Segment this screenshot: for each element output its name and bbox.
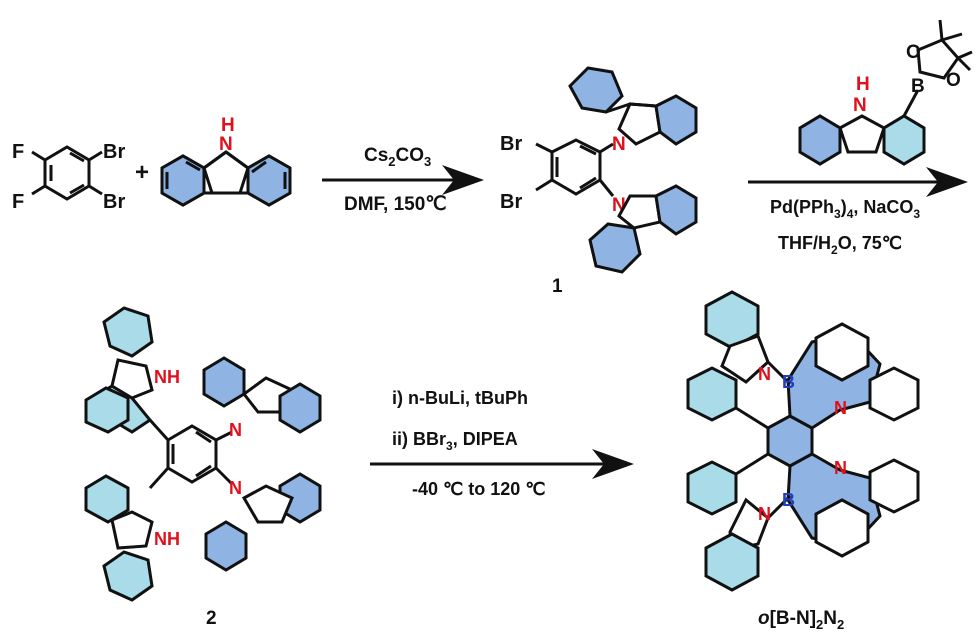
boronate-o-2: O: [946, 70, 961, 91]
compound2-nh-2: NH: [154, 529, 180, 549]
difluorodibromobenzene: F F Br Br: [12, 141, 125, 213]
br-label-2: Br: [103, 191, 125, 213]
boronate-b: B: [911, 76, 925, 97]
conditions-3-step-1: i) n-BuLi, tBuPh: [392, 388, 528, 408]
carbazole-h-label: H: [221, 115, 235, 136]
compound2-label: 2: [206, 608, 217, 629]
product-molecule: N B N N B N o[B-N]2N2: [686, 290, 920, 632]
conditions-3-temperature: -40 ℃ to 120 ℃: [412, 479, 545, 499]
compound-1: Br Br N N 1: [500, 66, 698, 297]
conditions-1: DMF, 150℃: [344, 194, 447, 215]
reagent-cs2co3: Cs2CO3: [364, 145, 431, 169]
compound-2: NH NH N N 2: [84, 306, 322, 629]
product-n-3: N: [834, 458, 847, 478]
conditions-2-line-2: THF/H2O, 75℃: [778, 233, 902, 257]
compound1-label: 1: [552, 276, 563, 297]
compound1-br-1: Br: [500, 133, 522, 155]
compound2-n-1: N: [229, 420, 242, 440]
carbazole-boronate: N H B O O: [798, 19, 973, 166]
conditions-2-line-1: Pd(PPh3)4, NaCO3: [770, 197, 920, 221]
compound2-nh-1: NH: [154, 367, 180, 387]
f-label-1: F: [12, 141, 24, 163]
plus-sign: +: [135, 159, 149, 186]
product-n-1: N: [758, 364, 771, 384]
carbazole-n-label: N: [219, 134, 233, 155]
product-b-2: B: [782, 490, 795, 510]
br-label-1: Br: [103, 141, 125, 163]
product-n-4: N: [758, 504, 771, 524]
product-b-1: B: [782, 372, 795, 392]
f-label-2: F: [12, 191, 24, 213]
carbazole: N H: [160, 115, 292, 207]
compound2-n-2: N: [229, 478, 242, 498]
boronate-o-1: O: [906, 42, 921, 63]
product-n-2: N: [834, 398, 847, 418]
boronate-h: H: [856, 74, 870, 95]
compound1-br-2: Br: [500, 191, 522, 213]
boronate-n: N: [853, 95, 867, 116]
product-label: o[B-N]2N2: [758, 608, 844, 632]
conditions-3-step-2: ii) BBr3, DIPEA: [392, 429, 518, 453]
compound1-n-1: N: [612, 134, 626, 155]
